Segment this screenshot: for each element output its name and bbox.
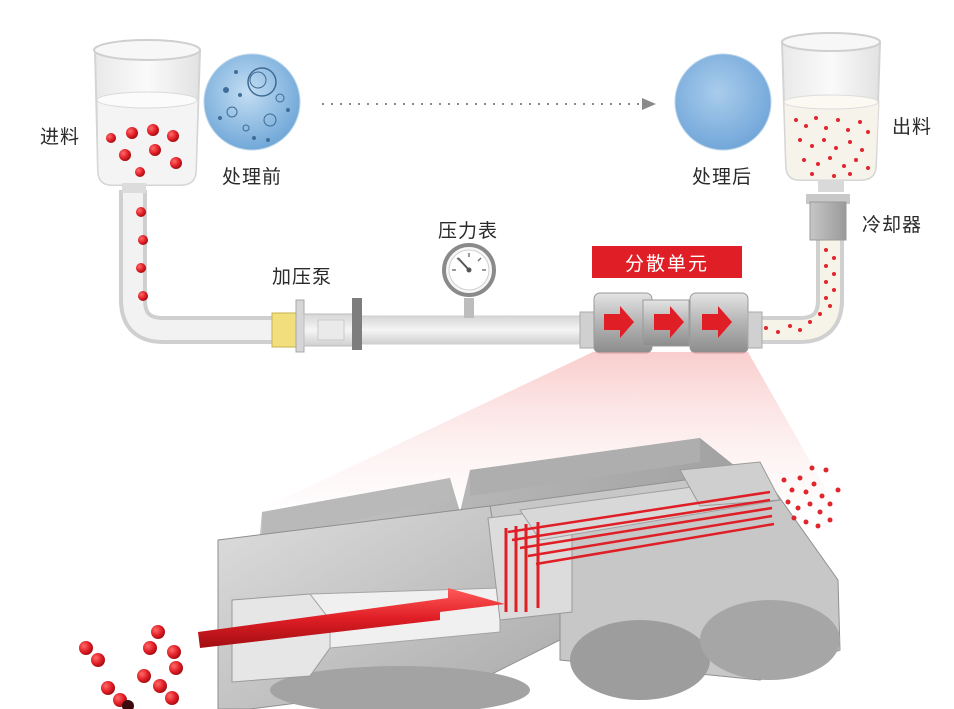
outlet-droplets [764, 248, 836, 334]
feed-beaker [93, 39, 202, 193]
nozzle-cutaway-icon [198, 438, 841, 709]
micrograph-before-icon [203, 53, 301, 151]
inlet-droplets [136, 207, 148, 301]
pressure-gauge-icon [442, 243, 496, 297]
discharge-beaker [780, 32, 882, 192]
input-droplets [79, 625, 183, 709]
before-after-arrow [322, 98, 656, 110]
after-label: 处理后 [692, 166, 753, 188]
cooler-label: 冷却器 [862, 214, 923, 236]
pump-label: 加压泵 [272, 266, 333, 288]
cooler-icon [806, 194, 850, 241]
feed-label: 进料 [40, 126, 81, 148]
pump-icon [271, 298, 362, 353]
dispersion-unit-icon [579, 292, 763, 354]
gauge-label: 压力表 [438, 220, 499, 242]
discharge-label: 出料 [892, 116, 933, 138]
before-label: 处理前 [222, 166, 283, 188]
micrograph-after-icon [674, 53, 772, 151]
inlet-pipe [119, 190, 272, 344]
dispersion-unit-label: 分散单元 [592, 246, 742, 278]
